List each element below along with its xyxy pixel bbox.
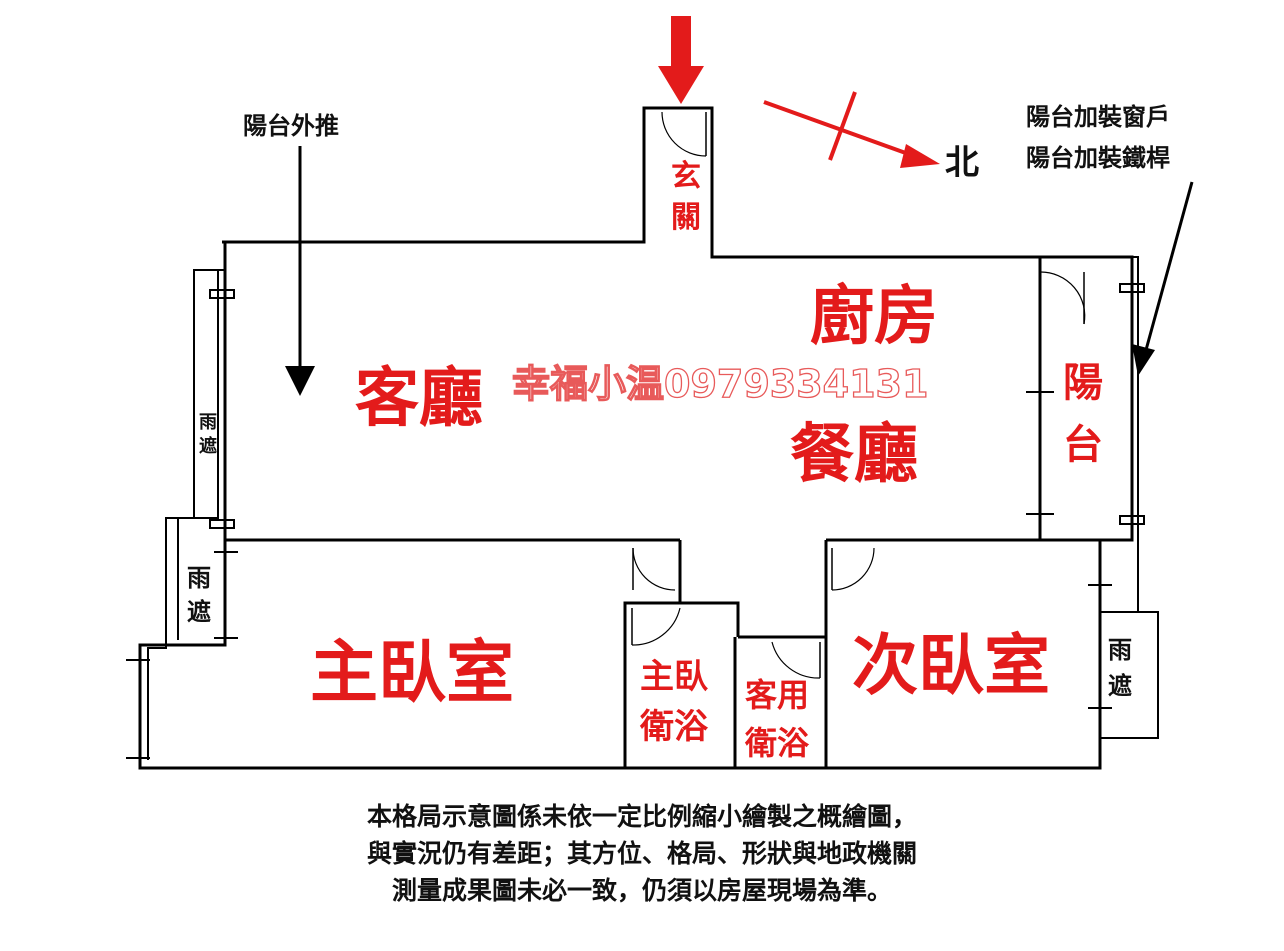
guest-bath-label-2: 衛浴 <box>744 724 810 762</box>
entrance-label-2: 關 <box>671 200 701 235</box>
awning-left-lower-label-1: 雨 <box>187 564 211 592</box>
balcony-door <box>1039 271 1086 325</box>
watermark: 幸福小温0979334131 <box>512 362 928 406</box>
awning-right-label-1: 雨 <box>1108 636 1132 664</box>
balcony-bars-label: 陽台加裝鐵桿 <box>1026 144 1170 172</box>
exterior-walls <box>138 106 1134 770</box>
master-bath-door <box>631 607 681 646</box>
balcony-label-1: 陽 <box>1063 360 1103 406</box>
master-bedroom-door <box>632 547 676 591</box>
awning-left-lower-label-2: 遮 <box>187 598 211 626</box>
doors <box>631 111 1086 679</box>
window-markers <box>126 283 1145 759</box>
interior-walls <box>623 540 828 768</box>
entrance-arrow-icon <box>658 16 704 104</box>
balcony-label-2: 台 <box>1063 422 1103 468</box>
disclaimer-line-1: 本格局示意圖係未依一定比例縮小繪製之概繪圖， <box>366 802 917 831</box>
disclaimer-line-3: 測量成果圖未必一致，仍須以房屋現場為準。 <box>391 876 892 905</box>
disclaimer: 本格局示意圖係未依一定比例縮小繪製之概繪圖， 與實況仍有差距；其方位、格局、形狀… <box>242 798 1042 909</box>
dining-room-label: 餐廳 <box>790 418 918 492</box>
awning-outlines <box>147 256 1159 760</box>
master-bedroom-label: 主臥室 <box>310 634 514 713</box>
guest-bath-door <box>771 641 821 679</box>
balcony-window-label: 陽台加裝窗戶 <box>1026 103 1170 131</box>
awning-left-upper-label-1: 雨 <box>199 412 217 433</box>
second-bedroom-label: 次臥室 <box>852 627 1050 704</box>
master-bath-label-2: 衛浴 <box>639 707 709 747</box>
disclaimer-line-2: 與實況仍有差距；其方位、格局、形狀與地政機關 <box>366 839 917 868</box>
entrance-door <box>661 111 707 157</box>
master-bath-label-1: 主臥 <box>640 657 708 697</box>
second-bedroom-door <box>831 547 875 591</box>
kitchen-label: 廚房 <box>810 280 938 354</box>
balcony-extension-arrow-icon <box>285 146 315 396</box>
balcony-window-arrow-icon <box>1132 181 1194 376</box>
awning-left-upper-label-2: 遮 <box>199 435 217 457</box>
entrance-label-1: 玄 <box>671 159 701 194</box>
living-room-label: 客廳 <box>355 362 483 436</box>
north-label: 北 <box>945 143 979 183</box>
north-arrow-icon <box>763 91 940 168</box>
awning-right-label-2: 遮 <box>1108 672 1132 700</box>
guest-bath-label-1: 客用 <box>745 676 809 714</box>
balcony-extension-label: 陽台外推 <box>243 112 339 140</box>
